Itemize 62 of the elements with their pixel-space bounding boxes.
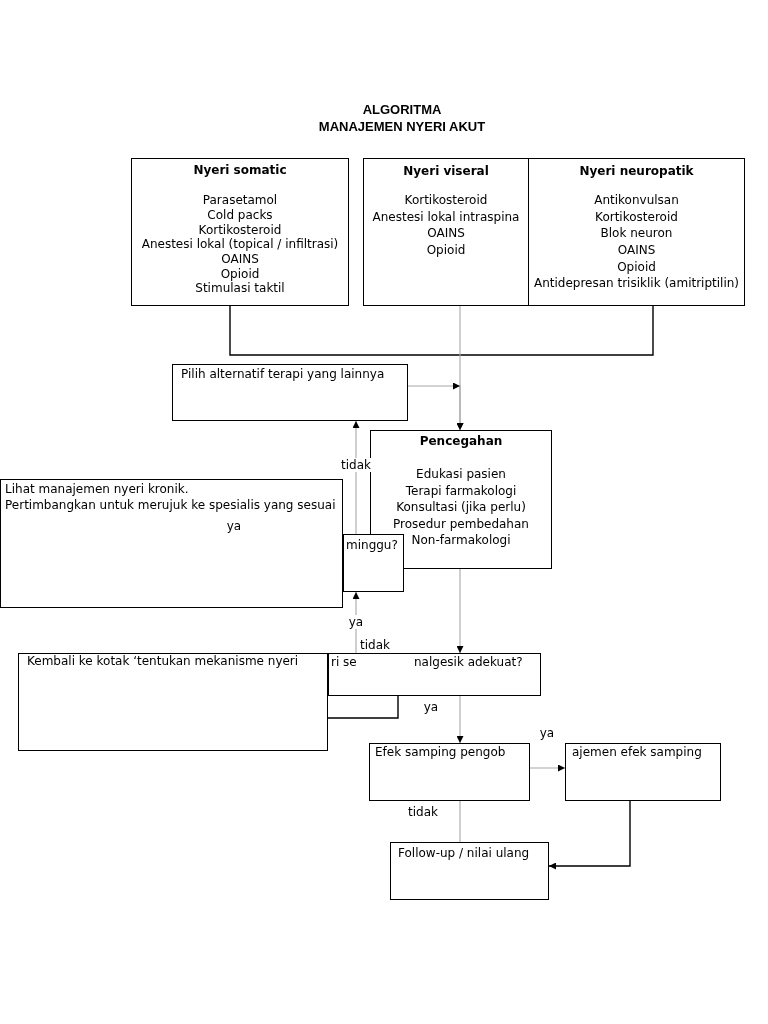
box-text: Prosedur pembedahan: [393, 515, 529, 533]
box-text: OAINS: [617, 242, 656, 259]
process-box: [172, 364, 408, 421]
box-text: Blok neuron: [600, 225, 673, 243]
box-text: minggu?: [346, 538, 398, 553]
connector-line: [327, 695, 399, 719]
box-text: Terapi farmakologi: [405, 482, 517, 500]
process-box: [0, 479, 343, 608]
process-box: [343, 534, 404, 592]
box-text: Kortikosteroid: [404, 192, 488, 209]
process-box: [131, 158, 349, 306]
arrow: [352, 591, 360, 654]
box-heading: Pencegahan: [419, 433, 503, 450]
process-box: [18, 653, 328, 751]
connector-line: [459, 800, 461, 843]
box-text: Kortikosteroid: [595, 208, 678, 226]
process-box: [390, 842, 549, 900]
box-text: Non-farmakologi: [411, 532, 511, 549]
box-text: Anestesi lokal (topical / infiltrasi): [141, 237, 339, 252]
edge-label: ya: [346, 615, 366, 629]
diagram-title: ALGORITMA MANAJEMEN NYERI AKUT: [318, 101, 486, 135]
box-text: Pilih alternatif terapi yang lainnya: [181, 367, 385, 382]
box-text: Opioid: [617, 258, 656, 276]
box-text: Opioid: [426, 242, 466, 259]
box-text: Pertimbangkan untuk merujuk ke spesialis yang sesuai: [5, 497, 336, 513]
box-text: Konsultasi (jika perlu): [396, 499, 526, 516]
box-text: Lihat manajemen nyeri kronik.: [5, 482, 189, 498]
box-heading: Nyeri neuropatik: [579, 163, 694, 180]
arrow: [456, 568, 464, 654]
box-text: ajemen efek samping: [572, 745, 702, 760]
box-text: Cold packs: [207, 207, 273, 223]
branch-label: tidak: [358, 638, 392, 652]
box-text: Parasetamol: [202, 193, 278, 208]
process-box: [528, 158, 745, 306]
box-text: Kortikosteroid: [198, 222, 282, 238]
box-text: Stimulasi taktil: [195, 281, 285, 297]
process-box: [363, 158, 529, 306]
process-box: [328, 653, 541, 696]
arrow: [529, 764, 566, 772]
arrow: [548, 800, 631, 870]
box-text: Antidepresan trisiklik (amitriptilin): [533, 275, 740, 292]
box-text: ri se: [331, 655, 357, 670]
box-text: nalgesik adekuat?: [414, 655, 523, 670]
box-text: Anestesi lokal intraspina: [372, 208, 520, 226]
box-text: Antikonvulsan: [594, 192, 679, 209]
box-text: Opioid: [220, 266, 260, 282]
box-heading: Nyeri viseral: [403, 163, 489, 180]
process-box: [565, 743, 721, 801]
edge-label: tidak: [339, 458, 373, 472]
edge-label: tidak: [406, 805, 440, 819]
box-text: Edukasi pasien: [416, 466, 506, 483]
process-box: [369, 743, 530, 801]
box-text: Follow-up / nilai ulang: [398, 846, 530, 861]
arrow: [352, 420, 360, 535]
box-text: OAINS: [427, 225, 465, 243]
box-heading: Nyeri somatic: [193, 163, 287, 178]
connector-line: [229, 305, 654, 356]
arrow: [456, 695, 464, 744]
arrow: [407, 383, 464, 431]
box-text: Kembali ke kotak ‘tentukan mekanisme nyeri: [27, 654, 299, 668]
box-text: OAINS: [221, 252, 259, 267]
box-text: Efek samping pengob: [375, 745, 506, 760]
